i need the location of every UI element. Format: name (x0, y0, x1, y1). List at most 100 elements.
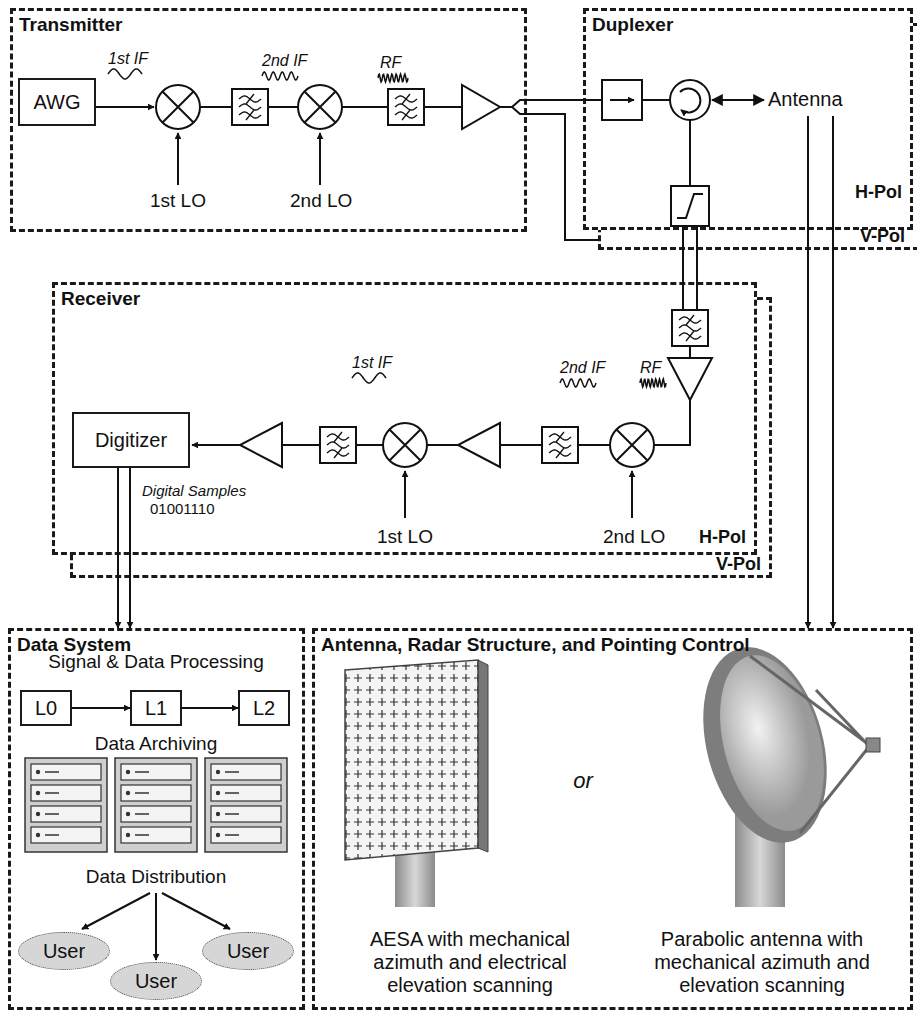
server-racks (31, 764, 101, 780)
signal-label: Data Distribution (86, 866, 226, 888)
region-title: Transmitter (19, 14, 122, 36)
server-racks (121, 827, 191, 843)
server-racks (36, 770, 40, 774)
connector (72, 707, 130, 709)
aesa-antenna (345, 660, 478, 860)
receiver-wires (129, 468, 131, 578)
signal-label: RF (640, 359, 661, 377)
signal-label: RF (380, 54, 401, 72)
transmitter-wires (319, 133, 321, 185)
server-racks (126, 791, 130, 795)
rf-symbols (327, 442, 349, 448)
parabolic-antenna (683, 633, 880, 907)
receiver-wires (458, 423, 500, 467)
user-ellipse: User (18, 932, 110, 970)
connector (682, 230, 684, 282)
region-title: Antenna, Radar Structure, and Pointing C… (321, 634, 750, 656)
duplexer-parts (610, 99, 634, 101)
rf-symbols (395, 96, 417, 102)
connector (832, 250, 834, 628)
signal-label: 2nd LO (290, 190, 352, 212)
server-racks (225, 834, 239, 836)
duplexer-parts (583, 80, 833, 250)
level-box: L2 (238, 690, 290, 726)
signal-label: Data Archiving (95, 733, 218, 755)
duplexer-parts (689, 120, 691, 186)
server-racks (121, 806, 191, 822)
server-racks (31, 785, 101, 801)
server-racks (45, 813, 59, 815)
box-label: Digitizer (95, 429, 167, 452)
rf-symbols (383, 423, 427, 467)
rf-symbols (298, 85, 342, 129)
server-racks (36, 812, 40, 816)
server-racks (211, 806, 281, 822)
server-racks (115, 758, 197, 852)
rf-symbols (679, 333, 701, 339)
rf-symbols (163, 92, 194, 123)
user-ellipse: User (110, 962, 202, 1000)
connector (807, 230, 809, 628)
rf-symbols (672, 310, 708, 346)
rf-symbols (549, 442, 571, 448)
receiver-wires (683, 282, 697, 358)
rf-symbols (395, 104, 417, 110)
duplexer-parts (683, 226, 697, 250)
server-racks (126, 770, 130, 774)
rf-symbols (334, 432, 342, 458)
server-racks (135, 771, 149, 773)
rf-symbols (388, 89, 424, 125)
receiver-wires (404, 471, 406, 518)
server-racks (45, 771, 59, 773)
signal-label: 1st IF (108, 50, 148, 68)
parabolic-antenna (735, 770, 785, 907)
rf-symbols (108, 69, 708, 467)
server-racks (205, 758, 287, 852)
rf-symbols (320, 427, 356, 463)
polarization-label: H-Pol (855, 182, 902, 203)
region-title: Duplexer (592, 14, 673, 36)
server-racks (216, 833, 220, 837)
figure-caption: Parabolic antenna with mechanical azimut… (637, 928, 887, 997)
signal-label: Digital Samples (142, 482, 246, 499)
box-label: AWG (33, 91, 80, 114)
box-label: L2 (253, 697, 275, 720)
signal-label: 01001110 (150, 500, 215, 517)
transmitter-wires (96, 106, 154, 108)
parabolic-antenna (683, 633, 847, 856)
transmitter-wires (462, 85, 500, 129)
rf-symbols (327, 434, 349, 440)
rf-symbols (617, 430, 648, 461)
polarization-label: V-Pol (860, 226, 905, 247)
server-racks (225, 813, 239, 815)
connector (129, 578, 131, 628)
receiver-wires (240, 423, 282, 467)
server-racks (25, 758, 287, 852)
server-racks (121, 764, 191, 780)
region-box: TransmitterAWG (10, 8, 527, 232)
signal-label: 2nd IF (262, 52, 307, 70)
distribution-arrows (155, 893, 157, 960)
box-label: L0 (35, 697, 57, 720)
rf-symbols (679, 317, 701, 323)
duplexer-parts (671, 186, 709, 226)
duplexer-parts (712, 99, 764, 101)
duplexer-parts (677, 194, 703, 218)
parabolic-antenna (750, 656, 868, 833)
duplexer-parts (583, 99, 670, 101)
rf-symbols (549, 434, 571, 440)
connector (527, 114, 598, 240)
signal-label: 1st LO (377, 526, 433, 548)
connector (117, 468, 119, 628)
receiver-wires (192, 444, 240, 446)
rf-symbols (108, 69, 142, 79)
signal-label: 2nd IF (560, 359, 605, 377)
server-racks (121, 785, 191, 801)
server-racks (135, 792, 149, 794)
signal-label: Antenna (768, 88, 843, 111)
rf-symbols (239, 96, 261, 102)
parabolic-antenna (702, 644, 841, 843)
rf-symbols (239, 104, 261, 110)
signal-label: 1st IF (352, 354, 392, 372)
rf-symbols (239, 112, 261, 118)
